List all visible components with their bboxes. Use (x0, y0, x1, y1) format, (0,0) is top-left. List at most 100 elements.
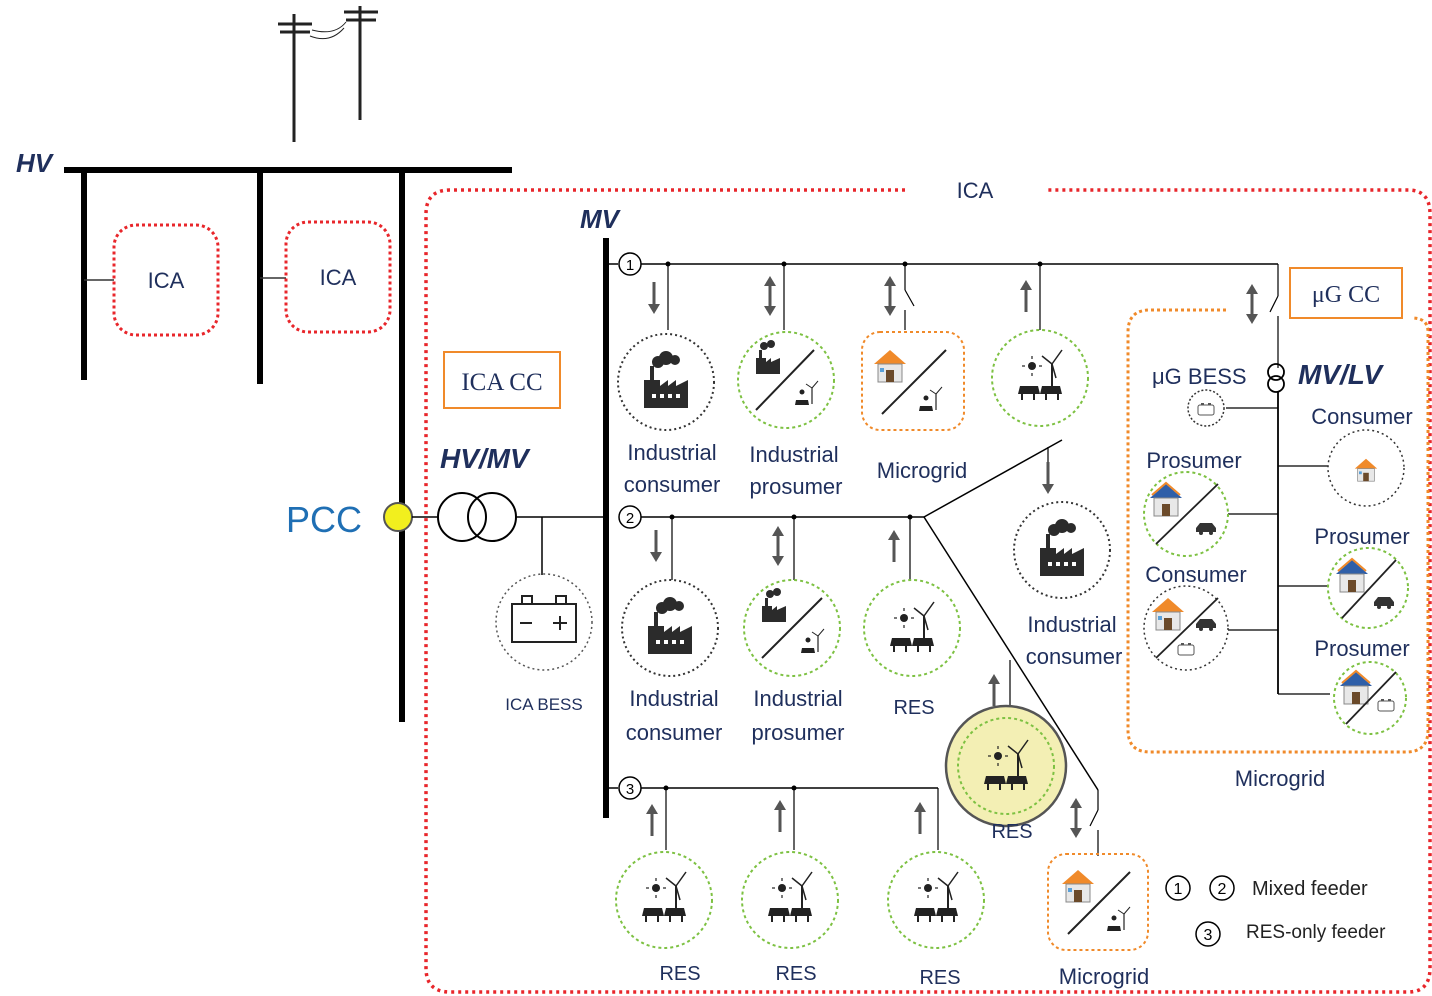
mg-prosumer-right-2-label: Prosumer (1314, 636, 1409, 661)
solar-wind-icon (918, 386, 943, 412)
hv-label: HV (16, 148, 55, 178)
f1-industrial-consumer-node (617, 333, 715, 431)
arrow-up-icon (772, 798, 788, 834)
f3-res-node-3 (887, 851, 985, 949)
factory-icon (648, 597, 692, 654)
ug-cc-label: μG CC (1312, 282, 1380, 308)
solar-wind-icon (1106, 906, 1131, 932)
f1-res-node (991, 329, 1089, 427)
f1-industrial-prosumer-node (737, 331, 835, 429)
f3-res-label-2: RES (775, 963, 816, 985)
house-icon (1061, 869, 1095, 903)
ug-bess-node (1187, 389, 1278, 427)
f2-industrial-prosumer-label-2: prosumer (752, 720, 845, 745)
arrow-up-icon (644, 802, 660, 838)
house-icon (873, 349, 907, 383)
legend-res-label: RES-only feeder (1246, 922, 1386, 943)
mg-prosumer-right-2-node (1333, 661, 1407, 735)
ica-region-label: ICA (957, 178, 994, 203)
mg-prosumer-left-node (1143, 471, 1229, 557)
ica-region-small-2 (284, 220, 392, 334)
house-icon (1151, 597, 1185, 631)
mg-prosumer-right-1-label: Prosumer (1314, 524, 1409, 549)
ug-cc-box (1289, 267, 1403, 319)
mg-consumer-left-label: Consumer (1145, 562, 1246, 587)
battery-icon (511, 595, 577, 643)
f2-industrial-prosumer-label-1: Industrial (753, 686, 842, 711)
arrow-bidirectional-icon (1068, 796, 1084, 840)
transformer-icon (437, 492, 517, 542)
ica-cc-box (443, 351, 561, 409)
svg-text:2: 2 (626, 510, 634, 527)
solar-wind-icon (641, 871, 687, 923)
f1-microgrid-label: Microgrid (877, 458, 967, 483)
f3-res-label-3: RES (919, 967, 960, 989)
ica-bess-label: ICA BESS (505, 695, 582, 714)
f1-industrial-consumer-label-1: Industrial (627, 440, 716, 465)
solar-wind-icon (794, 380, 819, 406)
mg-consumer-right-node (1327, 429, 1405, 507)
battery-icon (1197, 402, 1215, 416)
ica-label-small-1: ICA (148, 268, 185, 293)
ica-label-small-2: ICA (320, 265, 357, 290)
arrow-down-icon (646, 280, 662, 316)
svg-text:1: 1 (626, 257, 634, 274)
factory-icon (756, 340, 780, 374)
ica-region-boundary (424, 188, 1432, 994)
legend-mixed-num-1: 1 (1174, 881, 1183, 898)
arrow-up-icon (986, 672, 1002, 708)
battery-icon (1377, 698, 1395, 712)
arrow-bidirectional-icon (770, 524, 786, 568)
legend-mixed-label: Mixed feeder (1252, 878, 1368, 900)
f2-industrial-consumer-node (621, 579, 719, 677)
feeder-2-branch-lower (923, 516, 1099, 791)
arrow-up-icon (1018, 278, 1034, 314)
house-icon (1335, 558, 1369, 593)
f2-branch-industrial-consumer-label-1: Industrial (1027, 612, 1116, 637)
factory-icon (644, 351, 688, 408)
feeder-number-2: 2 (618, 505, 642, 529)
feeder-2-branch-upper (923, 439, 1063, 518)
mv-lv-label: MV/LV (1298, 359, 1384, 390)
solar-wind-icon (800, 628, 825, 654)
f2-res-node (863, 579, 961, 677)
ev-icon (1196, 619, 1216, 631)
f2-branch-industrial-consumer-label-2: consumer (1026, 644, 1123, 669)
arrow-up-icon (886, 528, 902, 564)
feeder-number-3: 3 (606, 776, 642, 800)
f3-res-node-1 (615, 851, 713, 949)
factory-icon (762, 588, 786, 622)
solar-wind-icon (767, 871, 813, 923)
factory-icon (1040, 519, 1084, 576)
f2-branch-res-node-highlighted (944, 704, 1068, 828)
ica-region-small-1 (112, 223, 220, 337)
f2-res-label: RES (893, 697, 934, 719)
mv-label: MV (580, 204, 622, 234)
solar-wind-icon (1017, 349, 1063, 401)
legend-mixed-num-2: 2 (1218, 881, 1227, 898)
arrow-down-icon (648, 528, 664, 564)
f2-branch-industrial-consumer-node (1013, 501, 1111, 599)
arrow-bidirectional-icon (1244, 282, 1260, 326)
f2-branch-res-label: RES (991, 821, 1032, 843)
ev-icon (1374, 597, 1394, 609)
transformer-icon (1267, 363, 1285, 393)
ica-bess-node (495, 573, 593, 671)
ug-bess-label: μG BESS (1152, 364, 1247, 389)
legend: 1 2 Mixed feeder 3 RES-only feeder (1165, 875, 1386, 947)
arrow-bidirectional-icon (882, 274, 898, 318)
arrow-bidirectional-icon (762, 274, 778, 318)
solar-wind-icon (889, 601, 935, 653)
f2-industrial-consumer-label-1: Industrial (629, 686, 718, 711)
arrow-down-icon (1040, 460, 1056, 496)
hv-mv-label: HV/MV (440, 443, 531, 474)
f2-branch-microgrid-node (1047, 853, 1149, 951)
f1-industrial-consumer-label-2: consumer (624, 472, 721, 497)
mg-consumer-right-label: Consumer (1311, 404, 1412, 429)
arrow-up-icon (912, 800, 928, 836)
f1-microgrid-node (861, 331, 965, 431)
battery-icon (1177, 642, 1195, 656)
f2-industrial-consumer-label-2: consumer (626, 720, 723, 745)
house-icon (1149, 482, 1183, 517)
